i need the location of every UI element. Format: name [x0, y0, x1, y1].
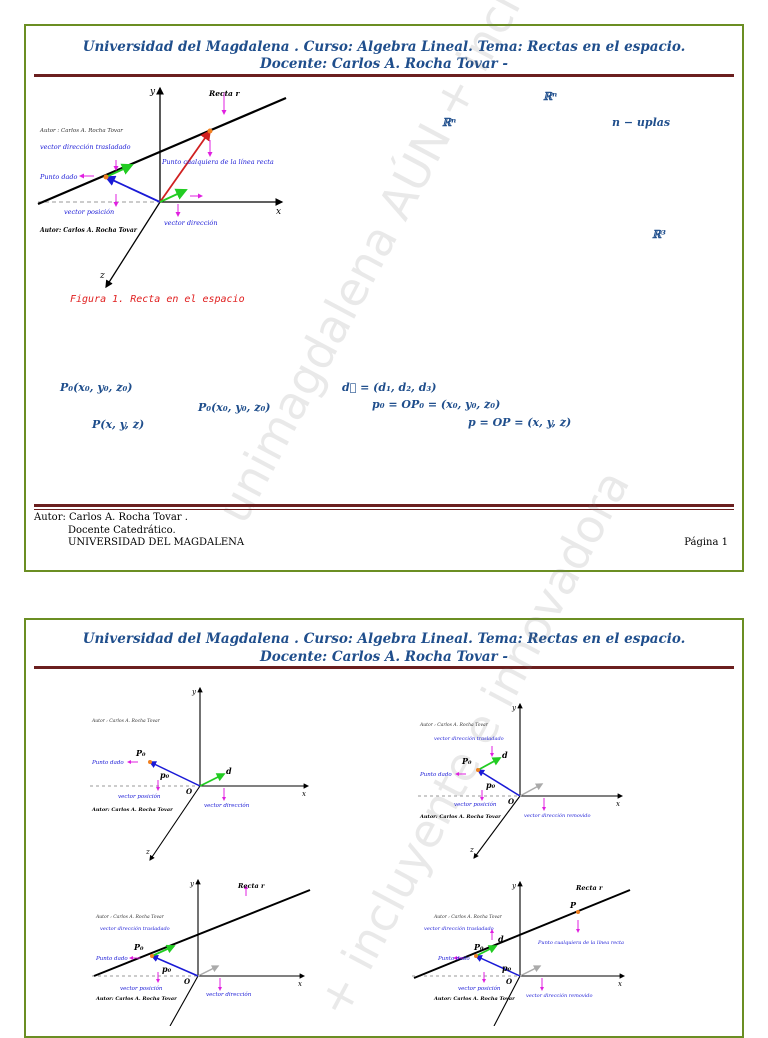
- fig-b-autor-bold: Autor: Carlos A. Rocha Tovar: [419, 814, 501, 820]
- document-page-1: Universidad del Magdalena . Curso: Algeb…: [24, 0, 755, 572]
- fig-b-z: z: [469, 846, 474, 854]
- fig-d-P0: P₀: [473, 942, 484, 952]
- footer-pagina: Página 1: [684, 537, 728, 548]
- footer-rule-thin: [34, 509, 734, 510]
- header-rule-p2: [34, 666, 734, 669]
- fig-d-y: y: [511, 882, 517, 890]
- fig-c-O: O: [184, 977, 191, 986]
- header-rule: [34, 74, 734, 77]
- figure-c: y x Recta r Autor : Carlos A. Rocha Tova…: [92, 878, 311, 1026]
- fig-a-autor-small: Autor : Carlos A. Rocha Tovar: [91, 718, 161, 724]
- vector-direccion-trasladado-label: vector dirección trasladado: [40, 143, 131, 151]
- figure-1-recta-espacio: y x z Recta r Autor : Carlos A. Rocha To…: [37, 86, 287, 289]
- p0-left: P₀(x₀, y₀, z₀): [60, 381, 133, 394]
- header-line-1-p2: Universidad del Magdalena . Curso: Algeb…: [82, 631, 686, 647]
- fig-d-recta: Recta r: [575, 884, 603, 892]
- fig-c-vector-posicion: vector posición: [120, 985, 163, 992]
- p-vec: p = OP = (x, y, z): [468, 416, 572, 429]
- figure-1-caption: Figura 1. Recta en el espacio: [70, 294, 245, 305]
- fig-b-P0: P₀: [461, 756, 472, 766]
- punto-cualquiera-label: Punto cualquiera de la línea recta: [161, 158, 274, 166]
- fig-d-punto-cualquiera: Punto cualquiera de la línea recta: [537, 939, 624, 946]
- autor-bold-label: Autor: Carlos A. Rocha Tovar: [39, 227, 138, 234]
- fig-c-autor-bold: Autor: Carlos A. Rocha Tovar: [95, 996, 177, 1002]
- fig-c-punto-dado: Punto dado: [95, 956, 128, 962]
- n-uplas: n − uplas: [612, 116, 671, 129]
- fig-b-O: O: [508, 797, 515, 806]
- fig-b-d: d: [502, 750, 508, 760]
- fig-b-y: y: [511, 704, 517, 712]
- fig-c-vector-trasladado: vector dirección trasladado: [100, 925, 170, 932]
- axis-y-label: y: [149, 87, 156, 97]
- fig-b-vector-trasladado: vector dirección trasladado: [434, 735, 504, 742]
- fig-a-x: x: [302, 790, 306, 798]
- fig-c-vector-direccion: vector dirección: [206, 991, 252, 998]
- fig-b-p0: p₀: [486, 780, 496, 790]
- document-page-2: Universidad del Magdalena . Curso: Algeb…: [24, 461, 744, 1038]
- fig-a-vector-direccion: vector dirección: [204, 802, 250, 809]
- recta-r-label: Recta r: [208, 89, 241, 98]
- fig-d-autor-small: Autor : Carlos A. Rocha Tovar: [433, 914, 503, 920]
- axis-x-label: x: [276, 207, 281, 217]
- footer-autor: Autor: Carlos A. Rocha Tovar .: [34, 512, 188, 523]
- fig-c-P0: P₀: [133, 942, 144, 952]
- fig-c-autor-small: Autor : Carlos A. Rocha Tovar: [95, 914, 165, 920]
- fig-b-autor-small: Autor : Carlos A. Rocha Tovar: [419, 722, 489, 728]
- fig-a-d: d: [226, 766, 232, 776]
- fig-b-vector-removido: vector dirección removido: [524, 812, 591, 819]
- autor-small-label: Autor : Carlos A. Rocha Tovar: [39, 128, 123, 134]
- fig-b-punto-dado: Punto dado: [419, 772, 452, 778]
- fig-a-punto-dado: Punto dado: [91, 760, 124, 766]
- fig-d-P: P: [569, 900, 577, 910]
- axis-z-label: z: [99, 271, 105, 281]
- fig-d-x: x: [618, 980, 622, 988]
- fig-b-vector-posicion: vector posición: [454, 801, 497, 808]
- fig-a-O: O: [186, 787, 193, 796]
- header-line-1: Universidad del Magdalena . Curso: Algeb…: [82, 39, 686, 55]
- p0-center: P₀(x₀, y₀, z₀): [198, 401, 271, 414]
- figure-d: y x Recta r P Autor : Carlos A. Rocha To…: [412, 880, 631, 1026]
- fig-c-p0: p₀: [162, 964, 172, 974]
- p0-vec: p₀ = OP₀ = (x₀, y₀, z₀): [372, 398, 501, 411]
- fig-a-P0: P₀: [135, 748, 146, 758]
- d-vec: d⃗ = (d₁, d₂, d₃): [342, 381, 437, 394]
- fig-b-x: x: [616, 800, 620, 808]
- fig-a-z: z: [145, 848, 150, 856]
- fig-a-vector-posicion: vector posición: [118, 793, 161, 800]
- fig-c-y: y: [189, 880, 195, 888]
- footer-universidad: UNIVERSIDAD DEL MAGDALENA: [68, 537, 245, 548]
- header-line-2: Docente: Carlos A. Rocha Tovar -: [260, 56, 508, 72]
- fig-c-recta: Recta r: [237, 882, 265, 890]
- fig-d-d: d: [498, 934, 504, 944]
- footer-docente: Docente Catedrático.: [68, 525, 176, 536]
- rn-mid: ℝⁿ: [442, 116, 457, 129]
- fig-d-O: O: [506, 977, 513, 986]
- fig-d-p0: p₀: [502, 963, 512, 973]
- fig-a-p0: p₀: [160, 770, 170, 780]
- figure-a: y x z Autor : Carlos A. Rocha Tovar P₀ p…: [90, 686, 310, 861]
- p-xyz: P(x, y, z): [92, 418, 145, 431]
- rn-top: ℝⁿ: [543, 90, 558, 103]
- fig-d-punto-dado: Punto dado: [437, 956, 470, 962]
- fig-d-vector-posicion: vector posición: [458, 985, 501, 992]
- punto-dado-label: Punto dado: [39, 173, 78, 181]
- vector-direccion-label: vector dirección: [164, 219, 218, 227]
- fig-d-vector-removido: vector dirección removido: [526, 992, 593, 999]
- figure-b: y x z Autor : Carlos A. Rocha Tovar vect…: [418, 702, 624, 859]
- fig-d-autor-bold: Autor: Carlos A. Rocha Tovar: [433, 996, 515, 1002]
- header-line-2-p2: Docente: Carlos A. Rocha Tovar -: [260, 649, 508, 665]
- fig-a-autor-bold: Autor: Carlos A. Rocha Tovar: [91, 807, 173, 813]
- r3: ℝ³: [652, 228, 666, 241]
- fig-c-x: x: [298, 980, 302, 988]
- fig-a-y: y: [191, 688, 197, 696]
- fig-d-vector-trasladado: vector dirección trasladado: [424, 925, 494, 932]
- vector-posicion-label: vector posición: [64, 208, 114, 216]
- footer-rule-thick: [34, 504, 734, 507]
